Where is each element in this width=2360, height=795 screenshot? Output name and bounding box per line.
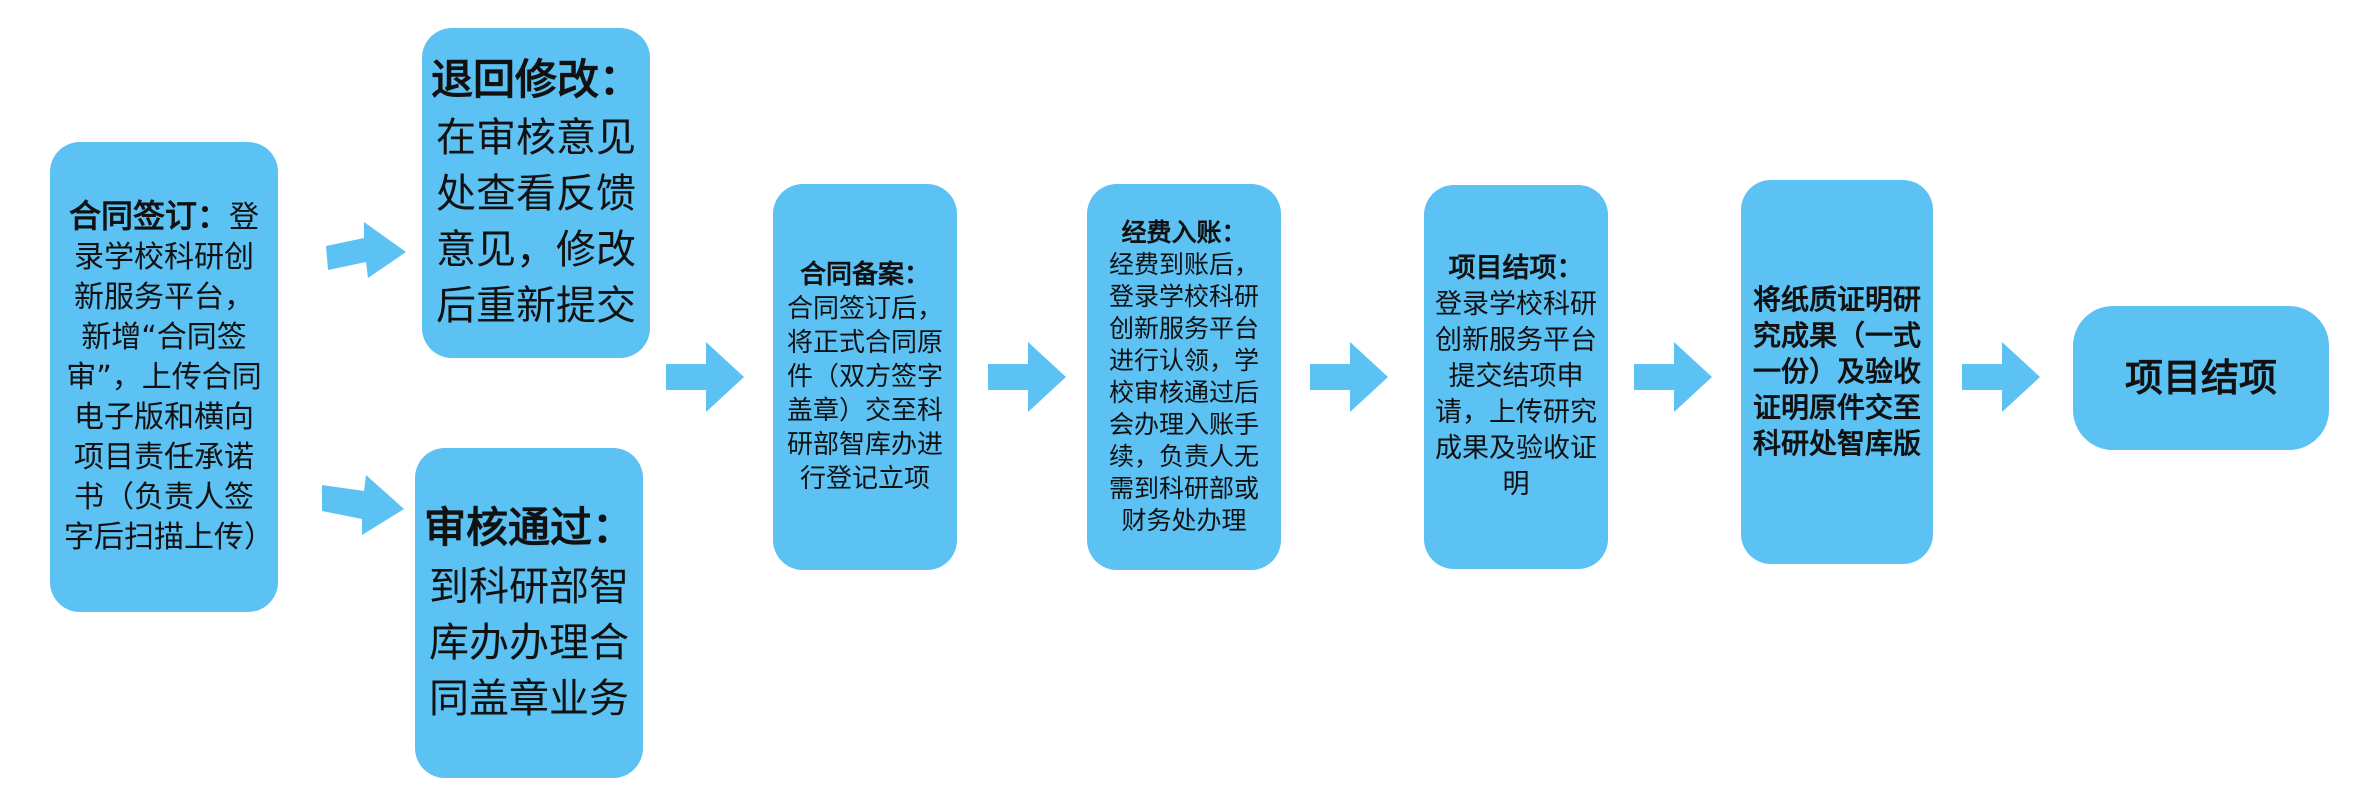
arrow-to-return-modify [322,218,408,280]
step-review-pass-body: 到科研部智库办办理合同盖章业务 [429,564,629,722]
arrow-to-submit-paper [1634,342,1714,412]
step-project-close-title: 项目结项： [1448,253,1584,284]
step-funds-arrival-body: 经费到账后，登录学校科研创新服务平台进行认领，学校审核通过后会办理入账手续，负责… [1108,250,1259,535]
step-contract-sign-title: 合同签订： [68,197,229,235]
step-submit-paper: 将纸质证明研究成果（一式一份）及验收证明原件交至科研处智库版 [1741,180,1933,564]
arrow-to-review-pass [320,475,406,537]
arrow-to-project-close [1310,342,1390,412]
step-funds-arrival: 经费入账： 经费到账后，登录学校科研创新服务平台进行认领，学校审核通过后会办理入… [1087,184,1281,570]
step-review-pass-title: 审核通过： [423,503,634,552]
step-contract-sign: 合同签订：登录学校科研创新服务平台，新增“合同签审”，上传合同电子版和横向项目责… [50,142,278,612]
step-final-title: 项目结项 [2124,356,2277,400]
step-return-modify-title: 退回修改： [430,55,641,104]
step-contract-record-body: 合同签订后，将正式合同原件（双方签字盖章）交至科研部智库办进行登记立项 [786,294,943,494]
step-funds-arrival-title: 经费入账： [1121,218,1247,247]
step-contract-record: 合同备案： 合同签订后，将正式合同原件（双方签字盖章）交至科研部智库办进行登记立… [773,184,957,570]
step-project-close-body: 登录学校科研创新服务平台提交结项申请，上传研究成果及验收证明 [1435,289,1597,500]
arrow-to-final [1962,342,2042,412]
step-final: 项目结项 [2073,306,2329,450]
arrow-to-funds-arrival [988,342,1068,412]
step-contract-sign-body: 登录学校科研创新服务平台，新增“合同签审”，上传合同电子版和横向项目责任承诺书（… [64,200,274,555]
step-return-modify-body: 在审核意见处查看反馈意见，修改后重新提交 [436,115,636,329]
step-contract-record-title: 合同备案： [799,260,930,290]
step-submit-paper-body: 将纸质证明研究成果（一式一份）及验收证明原件交至科研处智库版 [1752,283,1921,460]
step-return-modify: 退回修改： 在审核意见处查看反馈意见，修改后重新提交 [422,28,650,358]
arrow-to-contract-record [666,342,746,412]
step-project-close: 项目结项： 登录学校科研创新服务平台提交结项申请，上传研究成果及验收证明 [1424,185,1608,569]
step-review-pass: 审核通过： 到科研部智库办办理合同盖章业务 [415,448,643,778]
